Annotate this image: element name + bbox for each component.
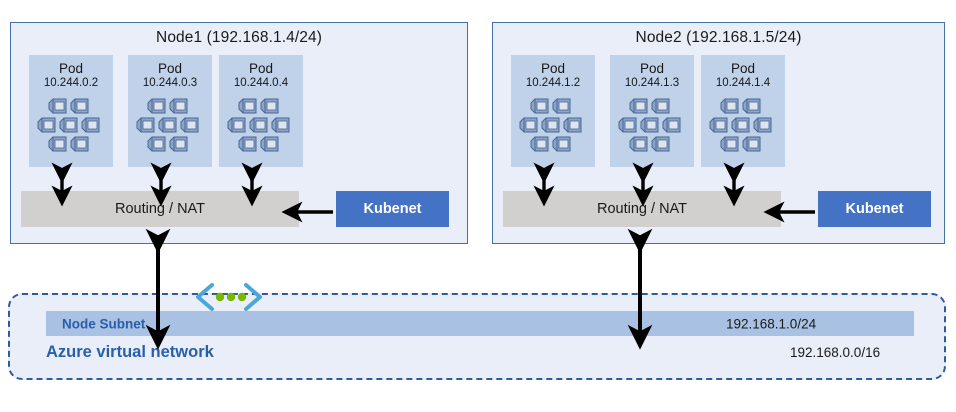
pod-ip: 10.244.1.3 [624, 77, 680, 89]
pod-containers-icon [136, 98, 199, 152]
azure-virtual-network-box: Node Subnet 192.168.1.0/24 Azure virtual… [8, 293, 946, 380]
pod-box: Pod 10.244.1.2 [511, 55, 595, 167]
pod-box: Pod 10.244.1.4 [701, 55, 785, 167]
node-title: Node2 (192.168.1.5/24) [635, 29, 802, 46]
pod-ip: 10.244.0.2 [43, 77, 99, 89]
kubenet-box: Kubenet [336, 191, 449, 227]
pod-box: Pod 10.244.0.2 [29, 55, 113, 167]
node-panel-node1: Node1 (192.168.1.4/24) Pod 10.244.0.2 Po… [10, 22, 468, 244]
pod-ip: 10.244.0.3 [142, 77, 198, 89]
pod-label: Pod [248, 61, 274, 76]
vnet-title: Azure virtual network [46, 343, 214, 361]
routing-nat-bar: Routing / NAT [503, 191, 781, 227]
routing-nat-bar: Routing / NAT [21, 191, 299, 227]
pod-containers-icon [618, 98, 681, 152]
pod-containers-icon [37, 98, 100, 152]
pod-label: Pod [157, 61, 183, 76]
pod-ip: 10.244.1.2 [525, 77, 581, 89]
link-ellipsis-icon [196, 283, 262, 311]
pod-label: Pod [639, 61, 665, 76]
pod-box: Pod 10.244.0.3 [128, 55, 212, 167]
kubenet-box: Kubenet [818, 191, 931, 227]
pod-containers-icon [709, 98, 772, 152]
pod-box: Pod 10.244.0.4 [219, 55, 303, 167]
pod-containers-icon [227, 98, 290, 152]
vnet-cidr: 192.168.0.0/16 [790, 345, 881, 360]
node-subnet-label: Node Subnet [62, 316, 146, 331]
node-panel-node2: Node2 (192.168.1.5/24) Pod 10.244.1.2 Po… [492, 22, 945, 244]
pod-ip: 10.244.1.4 [715, 77, 771, 89]
pod-label: Pod [730, 61, 756, 76]
pod-ip: 10.244.0.4 [233, 77, 289, 89]
node-subnet-cidr: 192.168.1.0/24 [726, 316, 817, 331]
pod-box: Pod 10.244.1.3 [610, 55, 694, 167]
pod-label: Pod [58, 61, 84, 76]
node-title: Node1 (192.168.1.4/24) [156, 29, 322, 46]
pod-label: Pod [540, 61, 566, 76]
node-subnet-bar: Node Subnet 192.168.1.0/24 [46, 311, 914, 336]
pod-containers-icon [519, 98, 582, 152]
